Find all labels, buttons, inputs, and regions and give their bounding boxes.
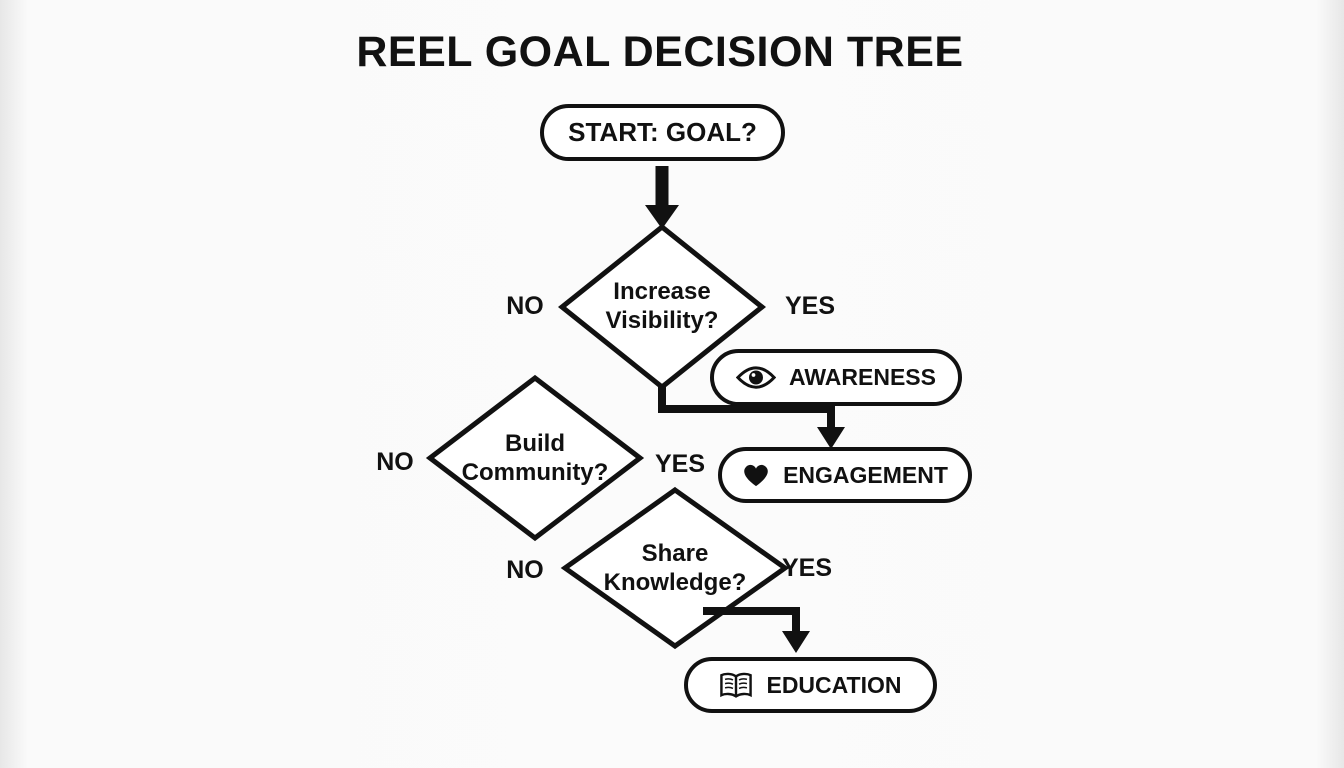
eye-icon	[736, 364, 776, 391]
outcome-engagement: ENGAGEMENT	[718, 447, 972, 503]
outcome-education: EDUCATION	[684, 657, 937, 713]
outcome-awareness: AWARENESS	[710, 349, 962, 406]
branch-label-yes: YES	[784, 292, 836, 320]
branch-label-yes: YES	[781, 554, 833, 582]
decision-label-line: Share	[641, 540, 709, 567]
decision-label-line: Knowledge?	[603, 569, 747, 596]
connector-engagement-arrow-head	[817, 427, 845, 449]
branch-label-no: NO	[506, 556, 544, 584]
branch-label-no: NO	[506, 292, 544, 320]
connector-knowledge-to-education	[703, 607, 800, 634]
outcome-label: EDUCATION	[766, 671, 902, 698]
decision-label-knowledge: Share Knowledge?	[563, 539, 787, 597]
page-title: REEL GOAL DECISION TREE	[356, 28, 964, 76]
book-icon	[719, 672, 753, 699]
decision-label-line: Visibility?	[605, 307, 719, 334]
branch-label-no: NO	[376, 448, 414, 476]
start-arrow-head	[645, 205, 679, 229]
decision-label-line: Increase	[613, 278, 711, 305]
branch-label-yes: YES	[654, 450, 706, 478]
outcome-label: ENGAGEMENT	[783, 461, 948, 488]
outcome-label: AWARENESS	[789, 364, 936, 390]
decision-label-line: Build	[505, 430, 565, 457]
connector-visibility-to-engagement	[658, 386, 835, 430]
start-node-label: START: GOAL?	[568, 117, 757, 147]
decision-label-line: Community?	[461, 459, 609, 486]
decision-diamond-community	[425, 374, 645, 542]
decision-label-visibility: Increase Visibility?	[562, 277, 762, 335]
start-node: START: GOAL?	[540, 104, 785, 161]
decision-label-community: Build Community?	[428, 429, 642, 487]
heart-icon	[742, 462, 770, 488]
connector-education-arrow-head	[782, 631, 810, 653]
